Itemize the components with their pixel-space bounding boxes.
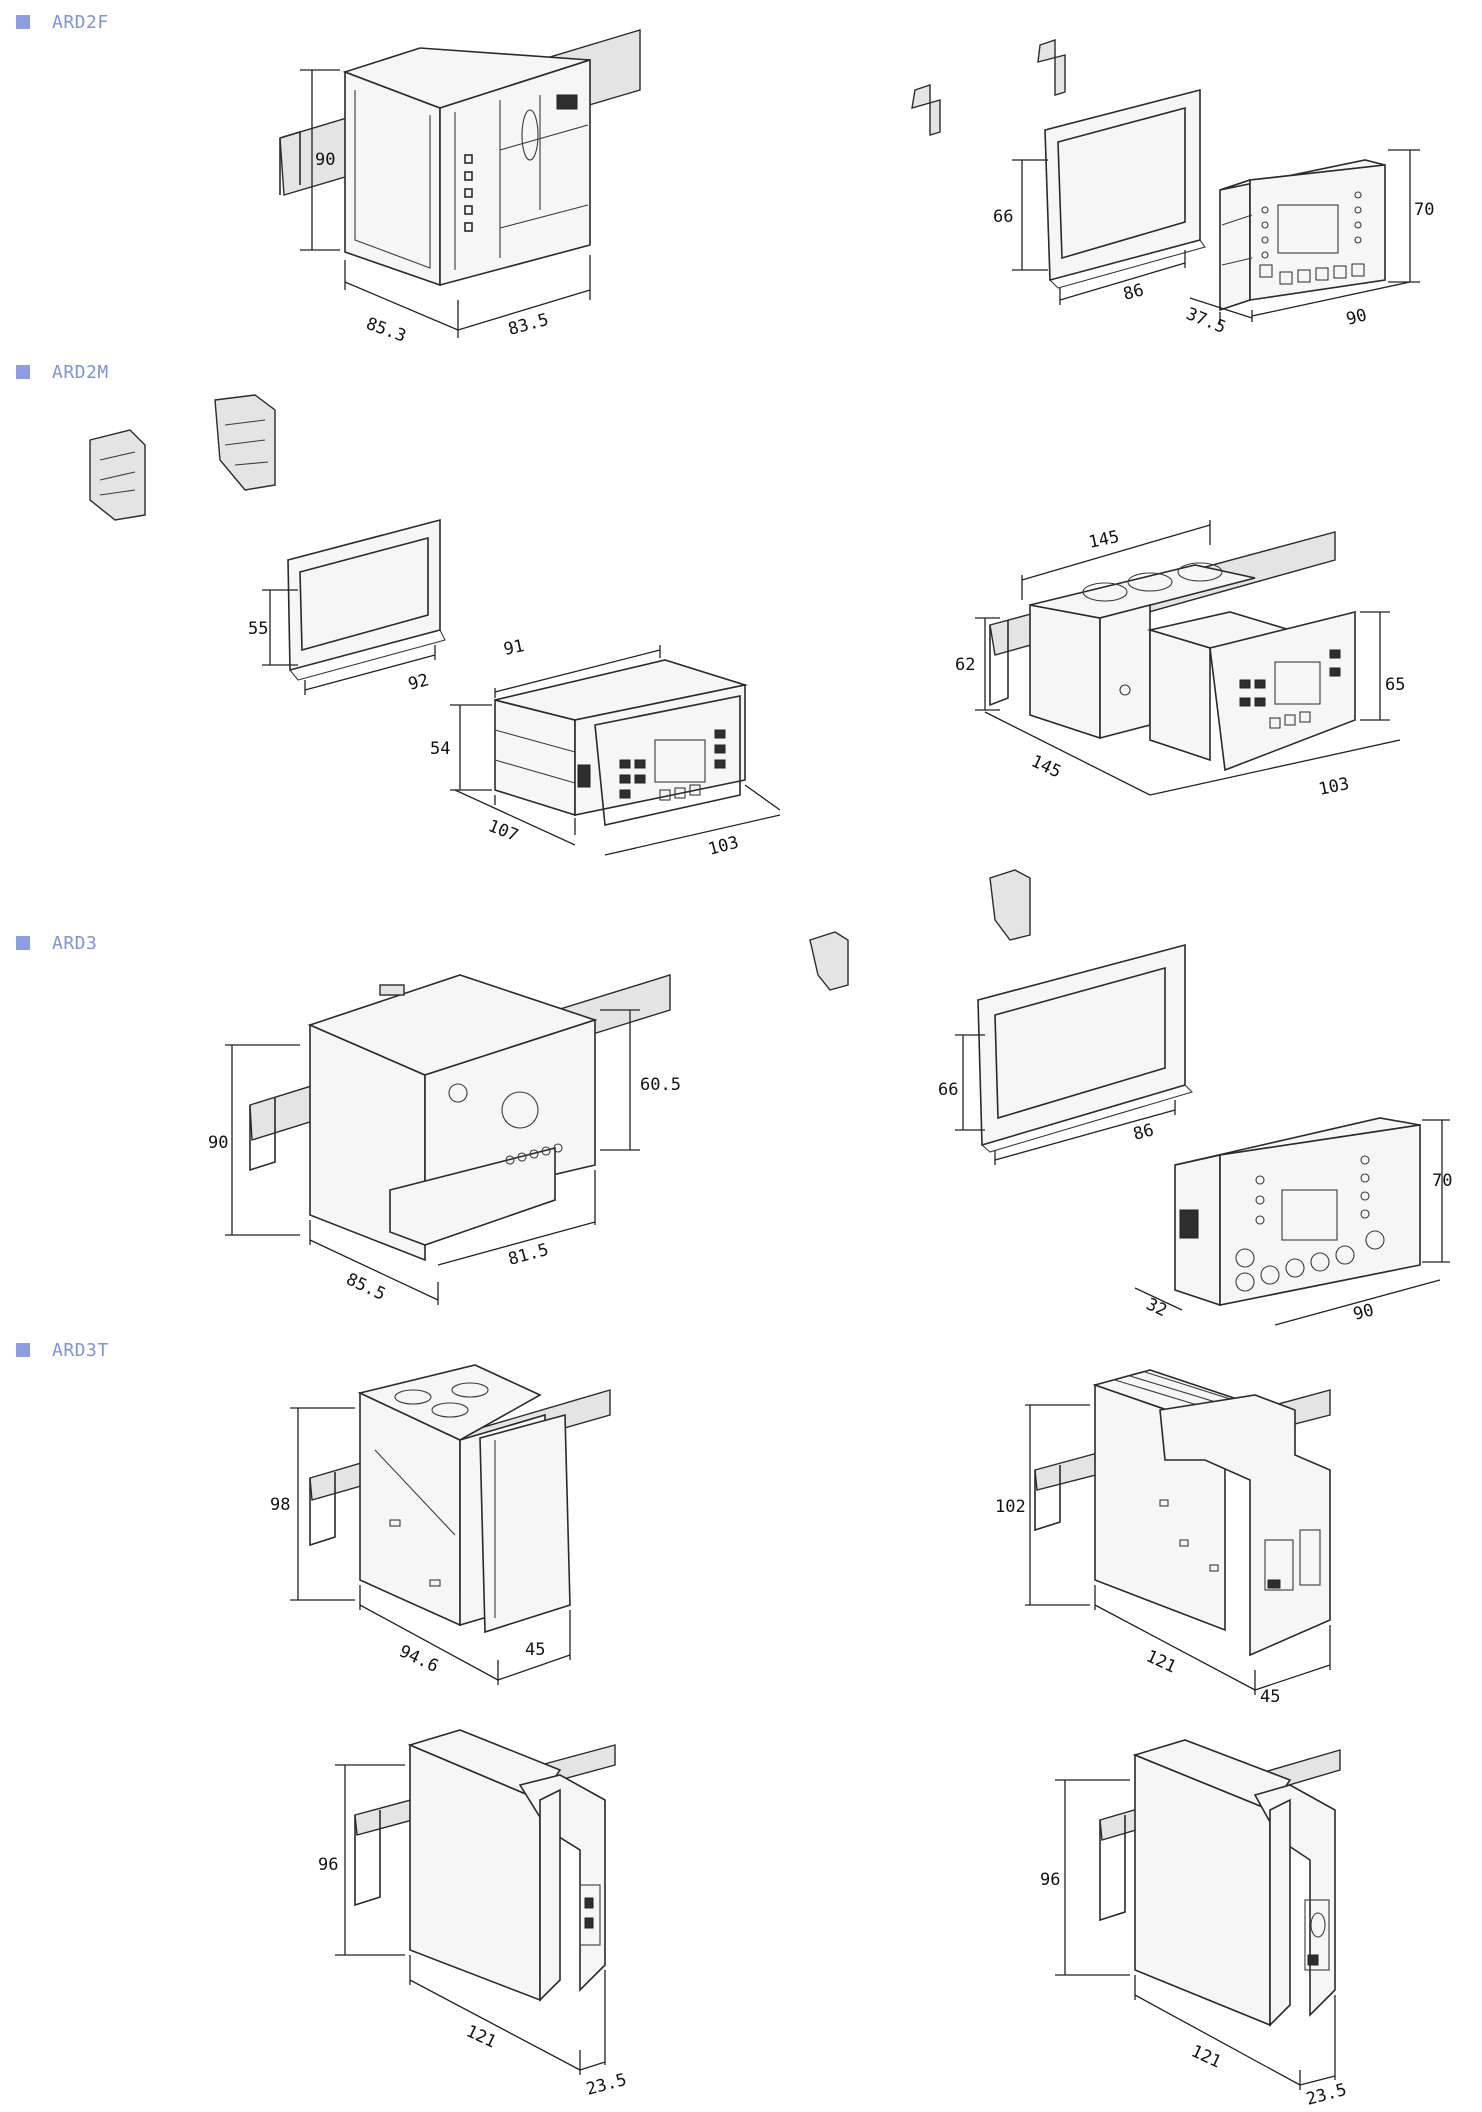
- section-label: ARD3: [52, 932, 98, 954]
- ard2f-panel-cut-h-label: 66: [993, 207, 1013, 227]
- ard3-panel-cut-h-label: 66: [938, 1080, 958, 1100]
- ard2f-panel-cut-w-label: 86: [1121, 280, 1146, 305]
- section-square-icon: [16, 15, 30, 29]
- ard2f-main-height-label: 90: [315, 150, 335, 170]
- ard2m-panel-device-drawing: 55 92 91 54 107 103: [89, 394, 781, 860]
- section-square-icon: [16, 1343, 30, 1357]
- section-header-ard3t: ARD3T: [16, 1339, 109, 1361]
- ard2m-rail-h-label: 62: [955, 655, 975, 675]
- ard2m-rail-top-label: 145: [1087, 527, 1121, 553]
- ard3t-a-d-label: 94.6: [396, 1641, 442, 1676]
- ard3t-c-w-label: 23.5: [584, 2070, 629, 2100]
- ard2m-panel-cut-h-label: 55: [248, 619, 268, 639]
- ard3t-a-w-label: 45: [525, 1640, 545, 1660]
- ard3-panel-cut-w-label: 86: [1131, 1120, 1156, 1145]
- ard2m-panel-d-label: 107: [485, 816, 521, 846]
- ard2m-rail-d-label: 145: [1028, 751, 1064, 782]
- ard3t-b-d-label: 121: [1143, 1646, 1179, 1677]
- ard3-panel-d-label: 32: [1143, 1294, 1170, 1321]
- section-header-ard2f: ARD2F: [16, 11, 109, 33]
- ard3t-c-h-label: 96: [318, 1855, 338, 1875]
- ard2m-panel-cut-w-label: 92: [406, 670, 431, 695]
- ard3-panel-h-label: 70: [1432, 1171, 1452, 1191]
- ard3t-d-h-label: 96: [1040, 1870, 1060, 1890]
- ard3-main-height-label: 90: [208, 1133, 228, 1153]
- ard3-panel-device-drawing: 66 86 70 32 90: [809, 869, 1452, 1326]
- ard2m-panel-h-label: 54: [430, 739, 450, 759]
- ard2m-rail-w-label: 103: [1317, 774, 1351, 800]
- ard3t-d-d-label: 121: [1188, 2041, 1224, 2072]
- section-label: ARD2F: [52, 11, 109, 33]
- ard3-main-depth-label: 85.5: [343, 1269, 389, 1304]
- ard2f-panel-h-label: 70: [1414, 200, 1434, 220]
- ard3t-c-d-label: 121: [463, 2021, 499, 2052]
- ard2f-panel-device-drawing: 66 86 70 37.5 90: [911, 39, 1434, 338]
- ard2m-panel-top-w-label: 91: [502, 636, 526, 660]
- section-label: ARD2M: [52, 361, 109, 383]
- ard3t-b-w-label: 45: [1260, 1687, 1280, 1707]
- ard3t-d-w-label: 23.5: [1304, 2080, 1349, 2110]
- section-square-icon: [16, 365, 30, 379]
- ard3-rail-device-drawing: 90 60.5 85.5 81.5: [208, 974, 681, 1305]
- ard3-panel-w-label: 90: [1351, 1300, 1376, 1325]
- section-square-icon: [16, 936, 30, 950]
- ard3-main-right-h-label: 60.5: [640, 1075, 681, 1095]
- ard3t-a-device-drawing: 98 94.6 45: [270, 1364, 611, 1685]
- ard3t-a-h-label: 98: [270, 1495, 290, 1515]
- section-header-ard3: ARD3: [16, 932, 98, 954]
- ard2f-main-depth-label: 85.3: [363, 314, 408, 347]
- ard2f-panel-w-label: 90: [1344, 305, 1369, 330]
- ard3t-b-h-label: 102: [995, 1497, 1026, 1517]
- section-label: ARD3T: [52, 1339, 109, 1361]
- ard2f-main-width-label: 83.5: [506, 310, 551, 340]
- ard3t-c-device-drawing: 96 121 23.5: [318, 1729, 629, 2100]
- ard2f-rail-device-drawing: 90 85.3 83.5: [279, 29, 641, 347]
- ard2m-rail-front-h-label: 65: [1385, 675, 1405, 695]
- ard2m-panel-w-label: 103: [706, 833, 741, 860]
- ard2m-rail-device-drawing: 145 62 65 145 103: [955, 520, 1405, 800]
- ard3t-b-device-drawing: 102 121 45: [995, 1369, 1331, 1707]
- ard3t-d-device-drawing: 96 121 23.5: [1040, 1739, 1349, 2110]
- section-header-ard2m: ARD2M: [16, 361, 109, 383]
